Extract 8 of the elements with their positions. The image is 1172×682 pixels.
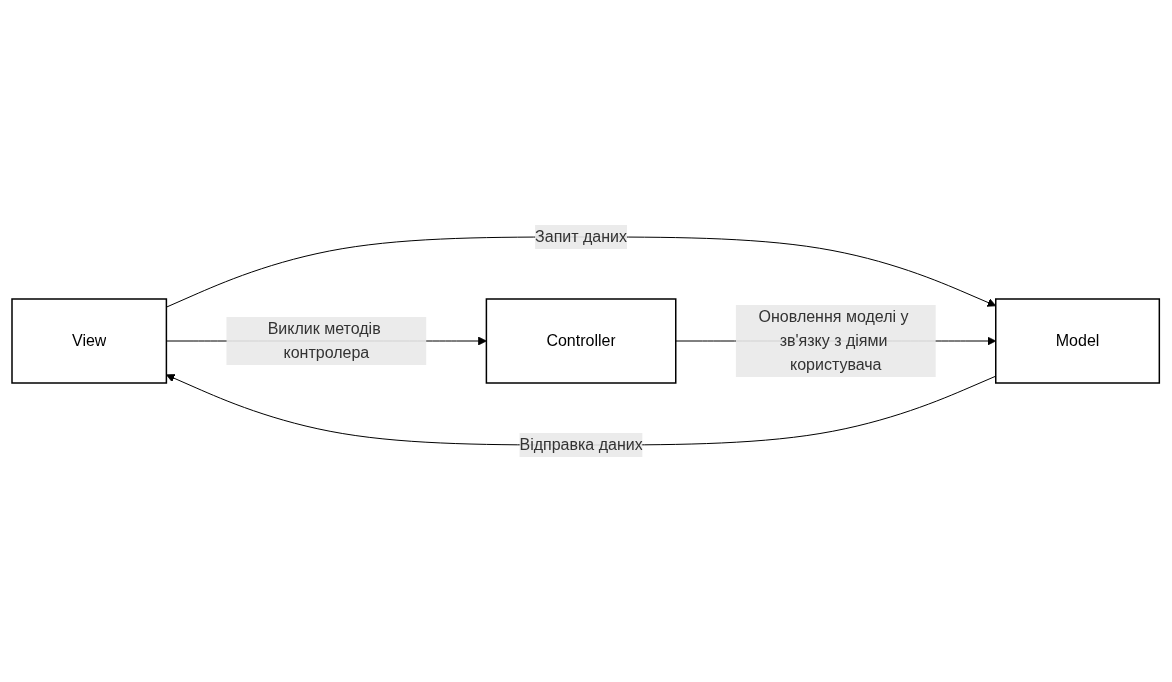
edge-label: Запит даних (535, 228, 628, 245)
edge-label: Оновлення моделі у зв'язку з діями користувача (758, 308, 909, 373)
node-box: Controller (485, 298, 677, 384)
node-box: Model (995, 298, 1161, 384)
node-box: View (11, 298, 168, 384)
edge-label: Відправка даних (519, 436, 644, 453)
arrow (166, 236, 997, 308)
edge-label: Виклик методів контролера (268, 320, 381, 361)
